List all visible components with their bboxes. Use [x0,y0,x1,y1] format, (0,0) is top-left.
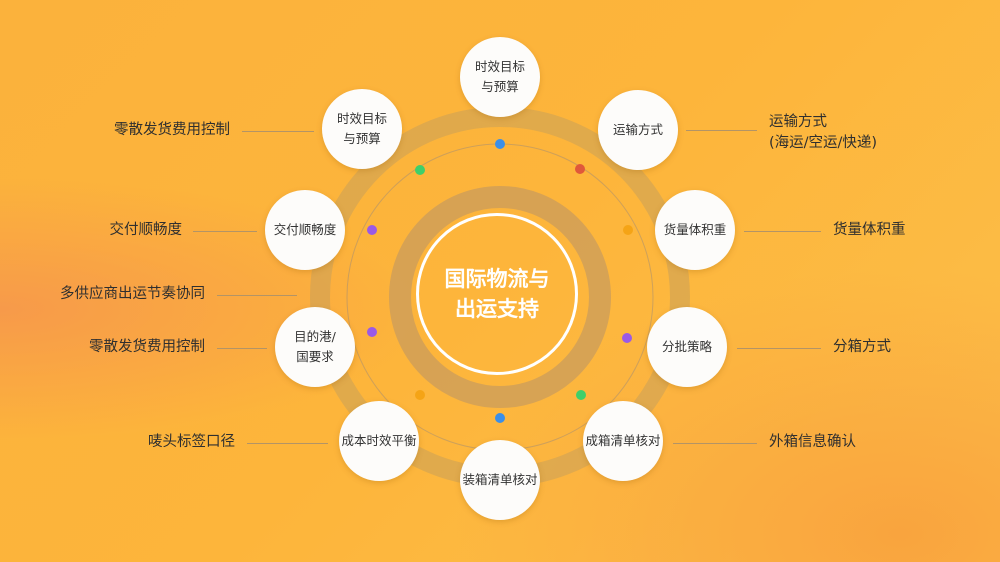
node-text: 成本时效平衡 [341,433,417,448]
connector-line [242,131,314,132]
node-text: 分批策略 [661,339,712,354]
center-hub: 国际物流与 出运支持 [416,213,578,375]
node-text: 与预算 [481,79,519,94]
node-volume-weight: 货量体积重 [655,190,735,270]
node-text: 运输方式 [612,122,663,137]
connector-line [217,295,297,296]
orbit-dot [623,225,633,235]
center-title-line1: 国际物流与 [444,267,550,291]
left-label: 零散发货费用控制 [89,339,205,355]
right-label: 货量体积重 [833,222,906,238]
node-cost-time-balance: 成本时效平衡 [339,401,419,481]
orbit-dot [495,413,505,423]
node-text: 交付顺畅度 [273,222,337,237]
node-timeliness-budget-top: 时效目标与预算 [460,37,540,117]
right-label: 运输方式 (海运/空运/快递) [769,112,877,154]
orbit-dot [415,390,425,400]
orbit-dot [576,390,586,400]
node-text: 与预算 [343,131,381,146]
right-label: 分箱方式 [833,339,891,355]
right-label: 外箱信息确认 [769,434,856,450]
orbit-dot [367,327,377,337]
left-label: 唛头标签口径 [148,434,235,450]
node-text: 装箱清单核对 [462,472,538,487]
node-text: 货量体积重 [663,222,727,237]
node-text: 国要求 [296,349,334,364]
node-packing-list-check: 装箱清单核对 [460,440,540,520]
orbit-dot [495,139,505,149]
node-timeliness-budget-left: 时效目标与预算 [322,89,402,169]
connector-line [686,130,757,131]
node-text: 时效目标 [336,111,387,126]
connector-line [217,348,267,349]
orbit-dot [415,165,425,175]
node-text: 成箱清单核对 [585,433,661,448]
inner-ring [389,186,611,408]
node-carton-list-check: 成箱清单核对 [583,401,663,481]
orbit-dot [622,333,632,343]
connector-line [247,443,328,444]
node-text: 目的港/ [294,329,336,344]
connector-line [737,348,821,349]
orbit-dot [575,164,585,174]
node-batch-strategy: 分批策略 [647,307,727,387]
right-label-line2: (海运/空运/快递) [769,135,878,151]
node-text: 时效目标 [474,59,525,74]
node-delivery-smoothness: 交付顺畅度 [265,190,345,270]
connector-line [193,231,257,232]
left-label: 交付顺畅度 [109,222,183,238]
left-label: 零散发货费用控制 [114,122,230,138]
center-title-line2: 出运支持 [455,297,539,321]
orbit-dot [367,225,377,235]
connector-line [744,231,821,232]
node-transport-mode: 运输方式 [598,90,678,170]
connector-line [673,443,757,444]
right-label-line1: 运输方式 [769,114,827,130]
node-destination-requirements: 目的港/国要求 [275,307,355,387]
left-label: 多供应商出运节奏协同 [60,286,205,302]
